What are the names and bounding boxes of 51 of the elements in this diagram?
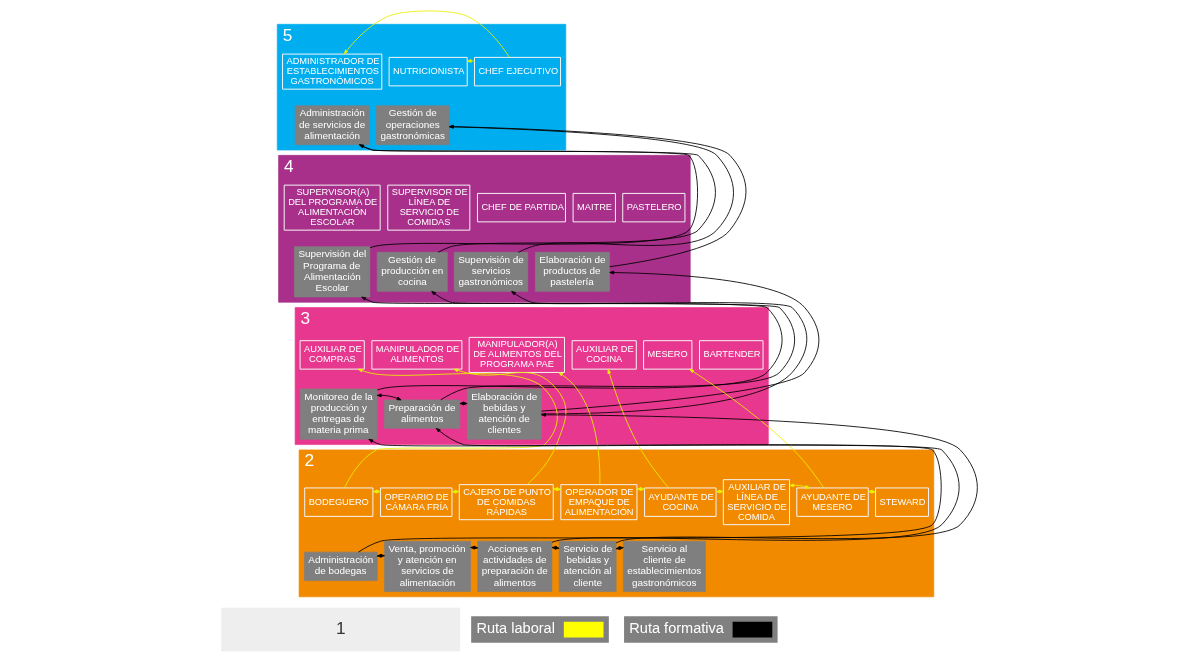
node-box: CHEF EJECUTIVO [474,56,561,87]
node-box: Administración de servicios de alimentación [294,105,370,146]
arrow [511,291,808,415]
arrow [689,368,825,489]
node-box: SUPERVISOR(A) DEL PROGRAMA DE ALIMENTACIÓN ESCOLAR [283,184,381,231]
node-box: CAJERO DE PUNTO DE COMIDAS RÁPIDAS [458,484,554,521]
node-box: Servicio de bebidas y atención al cliente [558,540,617,592]
node-box: ADMINISTRADOR DE ESTABLECIMIENTOS GASTRONÓMICOS [282,53,383,90]
arrow [453,368,567,485]
arrow [361,296,783,391]
node-box: Servicio al cliente de establecimientos gastronómicos [623,540,706,592]
node-box: Preparación de alimentos [384,399,461,429]
node-box: MANIPULADOR DE ALIMENTOS [371,340,463,370]
node-box: MANIPULADOR(A) DE ALIMENTOS DEL PROGRAMA PAE [468,336,565,373]
node-box: AUXILIAR DE LÍNEA DE SERVICIO DE COMIDA [722,479,790,526]
arrow [376,393,402,401]
node-box: Elaboración de productos de pastelería [535,252,610,292]
node-box: AUXILIAR DE COCINA [571,340,637,370]
node-box: Elaboración de bebidas y atención de clientes [466,388,542,440]
node-box: Monitoreo de la producción y entregas de materia prima [300,388,378,440]
node-box: NUTRICIONISTA [388,56,468,87]
arrow [431,291,796,401]
node-box: STEWARD [875,487,929,517]
node-box: BODEGUERO [304,487,374,517]
node-box: AUXILIAR DE COMPRAS [299,340,365,370]
node-box: AYUDANTE DE COCINA [644,487,717,517]
node-box: MAITRE [572,192,616,223]
legend-label: Ruta formativa [629,620,724,637]
arrow [541,270,820,412]
node-box: OPERADOR DE EMPAQUE DE ALIMENTACIÓN [560,484,638,521]
node-box: Supervisión del Programa de Alimentación Escolar [294,246,371,298]
legend-label: Ruta laboral [476,620,555,637]
node-box: PASTELERO [622,192,686,223]
arrow [343,10,510,58]
node-box: Supervisión de servicios gastronómicos [453,252,529,292]
arrow [558,372,601,485]
arrow [789,483,810,489]
node-box: OPERARIO DE CÁMARA FRÍA [380,487,453,517]
arrow [541,413,978,544]
node-box: Gestión de producción en cocina [376,252,448,292]
node-box: Administración de bodegas [304,551,378,581]
arrow [358,438,942,553]
node-box: Venta, promoción y atención en servicios de alimentación [384,540,471,592]
node-box: MESERO [643,340,693,370]
arrow [435,428,960,543]
node-box: CHEF DE PARTIDA [476,192,566,223]
node-box: SUPERVISOR DE LÍNEA DE SERVICIO DE COMIDAS [387,184,471,231]
node-box: Acciones en actividades de preparación de alimentos [477,540,553,592]
arrow [466,59,475,63]
node-box: Gestión de operaciones gastronómicas [376,105,450,146]
node-box: BARTENDER [699,340,764,370]
